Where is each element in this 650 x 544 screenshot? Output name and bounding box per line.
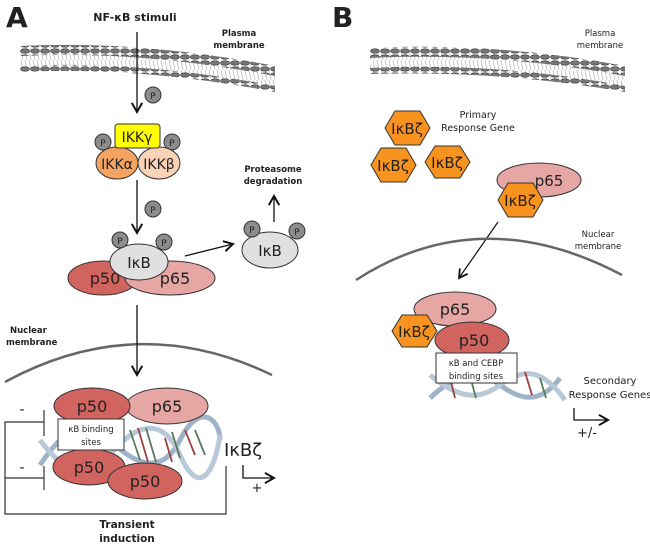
primary-label-2: Response Gene [441,123,515,134]
svg-text:p50: p50 [90,269,121,288]
panel-a-label: A [6,1,28,34]
ikk-gamma [114,123,161,149]
plasma-membrane-label-a-1: Plasma [222,29,257,39]
phospho-circle: P [155,233,173,251]
svg-text:IκBζ: IκBζ [377,157,409,175]
kb-binding-box: κB binding sites [57,418,125,451]
plasma-membrane-label-b-1: Plasma [585,29,616,39]
nucleus-complex-b: p65 IκBζ p50 [391,291,510,359]
svg-text:p65: p65 [535,172,564,190]
repression-minus-2: - [19,460,24,476]
svg-text:IκB: IκB [258,242,282,260]
svg-text:p65: p65 [152,397,183,416]
ikbz-hexagon: IκBζ [384,110,431,146]
nuclear-membrane-label-b-1: Nuclear [582,230,615,240]
nuclear-membrane-label-b-2: membrane [575,242,622,252]
svg-text:sites: sites [81,438,101,448]
plasma-membrane-label-b-2: membrane [577,41,624,51]
plusminus-label: +/- [577,426,597,441]
repression-minus-1: - [19,402,24,418]
svg-text:p65: p65 [440,300,471,319]
ikk-complex: P P IKKγ IKKα IKKβ [94,123,181,180]
svg-text:IKKα: IKKα [101,157,133,173]
svg-text:P: P [100,139,106,149]
ikbz-hexagon: IκBζ [370,147,417,183]
svg-text:p50: p50 [74,458,105,477]
kb-cebp-binding-box: κB and CEBP binding sites [435,352,518,384]
svg-text:IκBζ: IκBζ [431,154,463,172]
transcription-arrow-a [242,465,276,485]
svg-text:IκBζ: IκBζ [391,120,423,138]
svg-text:p50: p50 [130,472,161,491]
nucleus-complex-a: p65 p50 p50 p50 [52,387,209,500]
transient-label-1: Transient [99,519,154,531]
nuclear-membrane-label-a-1: Nuclear [10,326,48,336]
svg-text:P: P [161,239,167,249]
phospho-circle: P [111,231,129,249]
panel-b-label: B [332,1,353,34]
ikbz-hexagon: IκBζ [424,145,471,179]
activation-plus: + [252,481,263,496]
free-ikb: IκB P P [241,220,306,269]
ikb-release-arrow [184,240,235,257]
svg-text:IKKγ: IKKγ [122,130,153,146]
svg-text:P: P [249,226,255,236]
svg-text:κB and CEBP: κB and CEBP [449,359,504,369]
ikb-nfkb-complex: p50 p65 IκB P P [67,231,216,296]
plasma-membrane-label-a-2: membrane [213,41,265,51]
ikb [109,243,169,281]
transient-label-2: induction [99,533,155,544]
nuclear-membrane-label-a-2: membrane [6,338,58,348]
plasma-membrane-b [370,46,625,92]
svg-text:IκBζ: IκBζ [398,323,430,341]
phospho-circle: P [94,133,112,151]
svg-text:P: P [294,228,300,238]
svg-text:binding sites: binding sites [449,372,504,382]
phospho-circle: P [243,220,261,238]
secondary-label-1: Secondary [584,376,637,387]
phospho-circle: P [144,200,162,218]
nuclear-import-arrow [457,221,499,280]
svg-text:p50: p50 [77,397,108,416]
svg-text:P: P [150,206,156,216]
svg-text:IKKβ: IKKβ [143,157,174,173]
ikbz-p65-complex-cyto: p65 IκBζ [496,162,582,218]
nuclear-membrane-a [4,343,273,384]
svg-text:P: P [150,92,156,102]
p50 [107,462,183,500]
phospho-circle: P [288,222,306,240]
plasma-membrane-a [20,44,275,92]
svg-text:p50: p50 [459,331,490,350]
svg-text:IκBζ: IκBζ [504,192,536,210]
secondary-label-2: Response Genes [569,390,650,401]
svg-text:P: P [117,237,123,247]
primary-label-1: Primary [460,110,497,121]
svg-text:p65: p65 [160,269,191,288]
svg-text:P: P [169,139,175,149]
phospho-circle: P [144,86,162,104]
ikbz-gene-label: IκBζ [224,440,262,461]
svg-text:IκB: IκB [127,254,151,272]
svg-text:κB binding: κB binding [68,425,113,435]
nuclear-membrane-b [355,237,623,282]
proteasome-label-2: degradation [244,177,303,187]
feedback-loop [4,410,227,515]
transcription-arrow-b [573,408,610,427]
stimuli-label: NF-κB stimuli [93,11,176,24]
proteasome-label-1: Proteasome [244,165,302,175]
